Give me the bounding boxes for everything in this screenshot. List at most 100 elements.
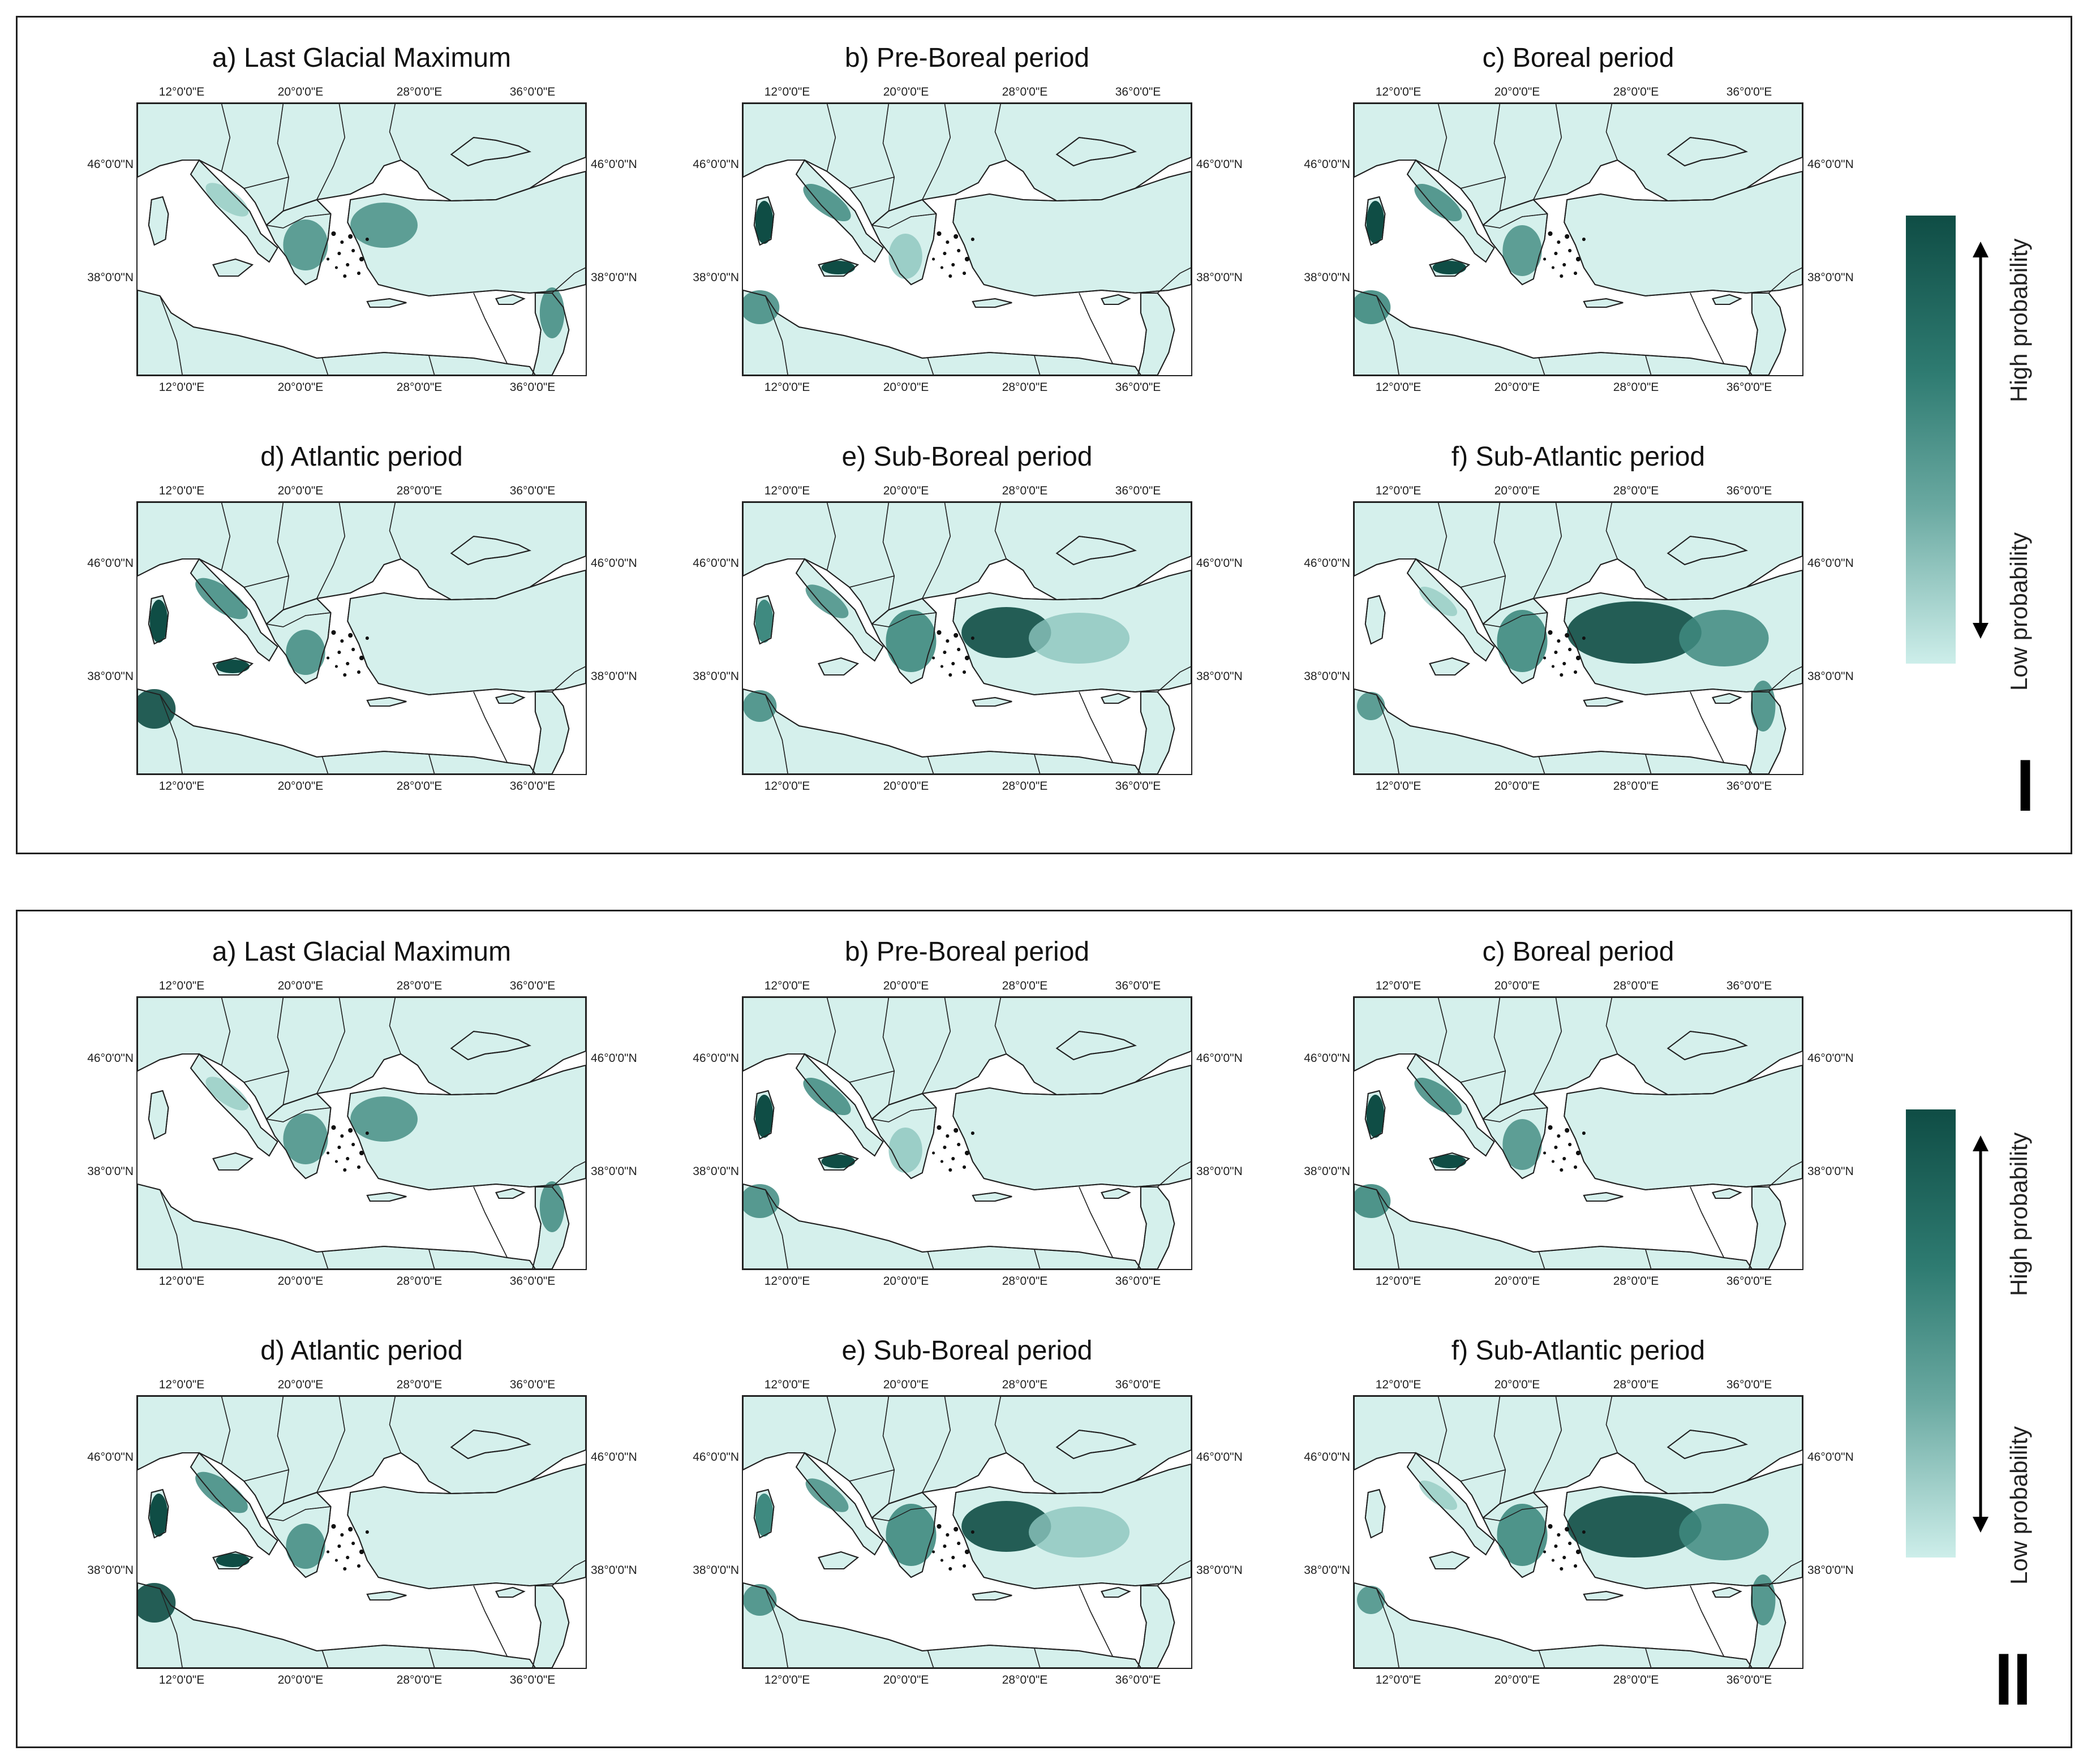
lon-tick-top: 20°0'0"E (1494, 979, 1540, 992)
lon-tick-top: 28°0'0"E (1613, 484, 1659, 497)
panel-title: e) Sub-Boreal period (841, 442, 1093, 472)
panel-title: a) Last Glacial Maximum (212, 937, 512, 967)
map-panel: c) Boreal period (1288, 937, 1854, 1288)
map-panel: e) Sub-Boreal period (677, 1336, 1243, 1686)
lat-tick-left: 38°0'0"N (87, 670, 134, 683)
lat-tick-right: 38°0'0"N (1807, 271, 1854, 284)
lat-tick-left: 38°0'0"N (1304, 271, 1350, 284)
lon-tick-bottom: 20°0'0"E (1494, 1673, 1540, 1686)
lat-tick-right: 38°0'0"N (1196, 271, 1243, 284)
lat-tick-right: 38°0'0"N (1807, 1165, 1854, 1178)
lon-tick-top: 20°0'0"E (277, 85, 324, 98)
low-probability-label: Low probability (2005, 1426, 2032, 1585)
double-arrow-icon (1969, 1133, 1992, 1535)
habitat-suitability-layer (138, 578, 325, 729)
lon-tick-bottom: 20°0'0"E (1494, 780, 1540, 793)
lat-tick-left: 46°0'0"N (87, 1451, 134, 1464)
lat-tick-left: 38°0'0"N (693, 670, 739, 683)
map-frame (742, 102, 1192, 376)
double-arrow-icon (1969, 239, 1992, 641)
lon-tick-bottom: 36°0'0"E (1726, 1673, 1772, 1686)
lat-tick-right: 46°0'0"N (591, 557, 637, 570)
lon-tick-bottom: 12°0'0"E (158, 381, 205, 394)
map-panel: c) Boreal period (1288, 43, 1854, 394)
lon-tick-top: 12°0'0"E (1375, 979, 1421, 992)
lon-tick-bottom: 20°0'0"E (883, 381, 929, 394)
lon-tick-bottom: 12°0'0"E (158, 1673, 205, 1686)
map-frame (742, 996, 1192, 1270)
figure-block-II: a) Last Glacial Maximum (16, 910, 2072, 1748)
lon-tick-top: 36°0'0"E (509, 484, 556, 497)
high-probability-label: High probability (2005, 238, 2032, 403)
lon-tick-top: 12°0'0"E (158, 979, 205, 992)
lat-tick-left: 38°0'0"N (87, 1564, 134, 1577)
map-svg (138, 1396, 586, 1668)
lat-tick-right: 38°0'0"N (591, 1564, 637, 1577)
lon-tick-bottom: 36°0'0"E (1726, 1275, 1772, 1288)
lon-tick-top: 36°0'0"E (509, 1378, 556, 1391)
lon-tick-bottom: 20°0'0"E (883, 1673, 929, 1686)
lon-tick-top: 12°0'0"E (764, 1378, 810, 1391)
lat-tick-left: 38°0'0"N (693, 1165, 739, 1178)
figure-number: II (1994, 1638, 2032, 1720)
lat-tick-right: 46°0'0"N (591, 158, 637, 171)
lat-tick-right: 38°0'0"N (1196, 1165, 1243, 1178)
lat-tick-left: 46°0'0"N (1304, 1052, 1350, 1065)
probability-colorbar (1906, 1109, 1956, 1558)
map-frame (136, 501, 587, 775)
map-frame (136, 1395, 587, 1669)
lon-tick-bottom: 20°0'0"E (277, 1673, 324, 1686)
map-panel: b) Pre-Boreal period (677, 937, 1243, 1288)
lat-tick-left: 38°0'0"N (87, 271, 134, 284)
lon-tick-top: 12°0'0"E (764, 484, 810, 497)
low-probability-label: Low probability (2005, 532, 2032, 691)
lon-tick-top: 20°0'0"E (1494, 1378, 1540, 1391)
lat-tick-left: 38°0'0"N (1304, 1165, 1350, 1178)
map-svg (1354, 997, 1802, 1269)
lon-tick-bottom: 28°0'0"E (396, 1275, 443, 1288)
map-svg (1354, 502, 1802, 774)
lon-tick-top: 28°0'0"E (1002, 484, 1048, 497)
lat-tick-right: 46°0'0"N (1196, 557, 1243, 570)
lon-tick-bottom: 36°0'0"E (1115, 780, 1161, 793)
lon-tick-top: 36°0'0"E (1726, 484, 1772, 497)
lon-tick-bottom: 20°0'0"E (1494, 381, 1540, 394)
map-frame (136, 102, 587, 376)
panel-title: c) Boreal period (1482, 937, 1674, 967)
lon-tick-top: 12°0'0"E (1375, 484, 1421, 497)
lon-tick-bottom: 36°0'0"E (509, 1275, 556, 1288)
habitat-suitability-layer (1354, 183, 1542, 324)
map-svg (743, 502, 1191, 774)
lat-tick-right: 46°0'0"N (591, 1052, 637, 1065)
map-frame (1353, 102, 1803, 376)
high-probability-label: High probability (2005, 1132, 2032, 1297)
lon-tick-bottom: 28°0'0"E (1613, 1673, 1659, 1686)
lon-tick-bottom: 20°0'0"E (1494, 1275, 1540, 1288)
lon-tick-top: 12°0'0"E (1375, 1378, 1421, 1391)
lon-tick-top: 28°0'0"E (1613, 1378, 1659, 1391)
lat-tick-left: 46°0'0"N (693, 158, 739, 171)
lat-tick-right: 46°0'0"N (1196, 1052, 1243, 1065)
lon-tick-bottom: 36°0'0"E (509, 381, 556, 394)
panel-title: c) Boreal period (1482, 43, 1674, 73)
lon-tick-bottom: 12°0'0"E (1375, 381, 1421, 394)
lon-tick-top: 20°0'0"E (1494, 484, 1540, 497)
lon-tick-top: 28°0'0"E (1002, 979, 1048, 992)
lat-tick-left: 46°0'0"N (87, 557, 134, 570)
lon-tick-bottom: 28°0'0"E (396, 1673, 443, 1686)
lon-tick-top: 36°0'0"E (1726, 85, 1772, 98)
lat-tick-right: 38°0'0"N (591, 271, 637, 284)
lat-tick-right: 38°0'0"N (1196, 670, 1243, 683)
lon-tick-bottom: 12°0'0"E (1375, 780, 1421, 793)
lon-tick-bottom: 12°0'0"E (764, 381, 810, 394)
lon-tick-bottom: 36°0'0"E (1726, 381, 1772, 394)
lon-tick-top: 20°0'0"E (1494, 85, 1540, 98)
habitat-suitability-layer (743, 1077, 922, 1218)
panel-title: b) Pre-Boreal period (844, 43, 1090, 73)
lat-tick-right: 46°0'0"N (1807, 158, 1854, 171)
lon-tick-top: 28°0'0"E (396, 484, 443, 497)
habitat-suitability-layer (205, 183, 565, 338)
lon-tick-bottom: 12°0'0"E (158, 1275, 205, 1288)
lon-tick-top: 28°0'0"E (1002, 1378, 1048, 1391)
lon-tick-top: 12°0'0"E (158, 1378, 205, 1391)
